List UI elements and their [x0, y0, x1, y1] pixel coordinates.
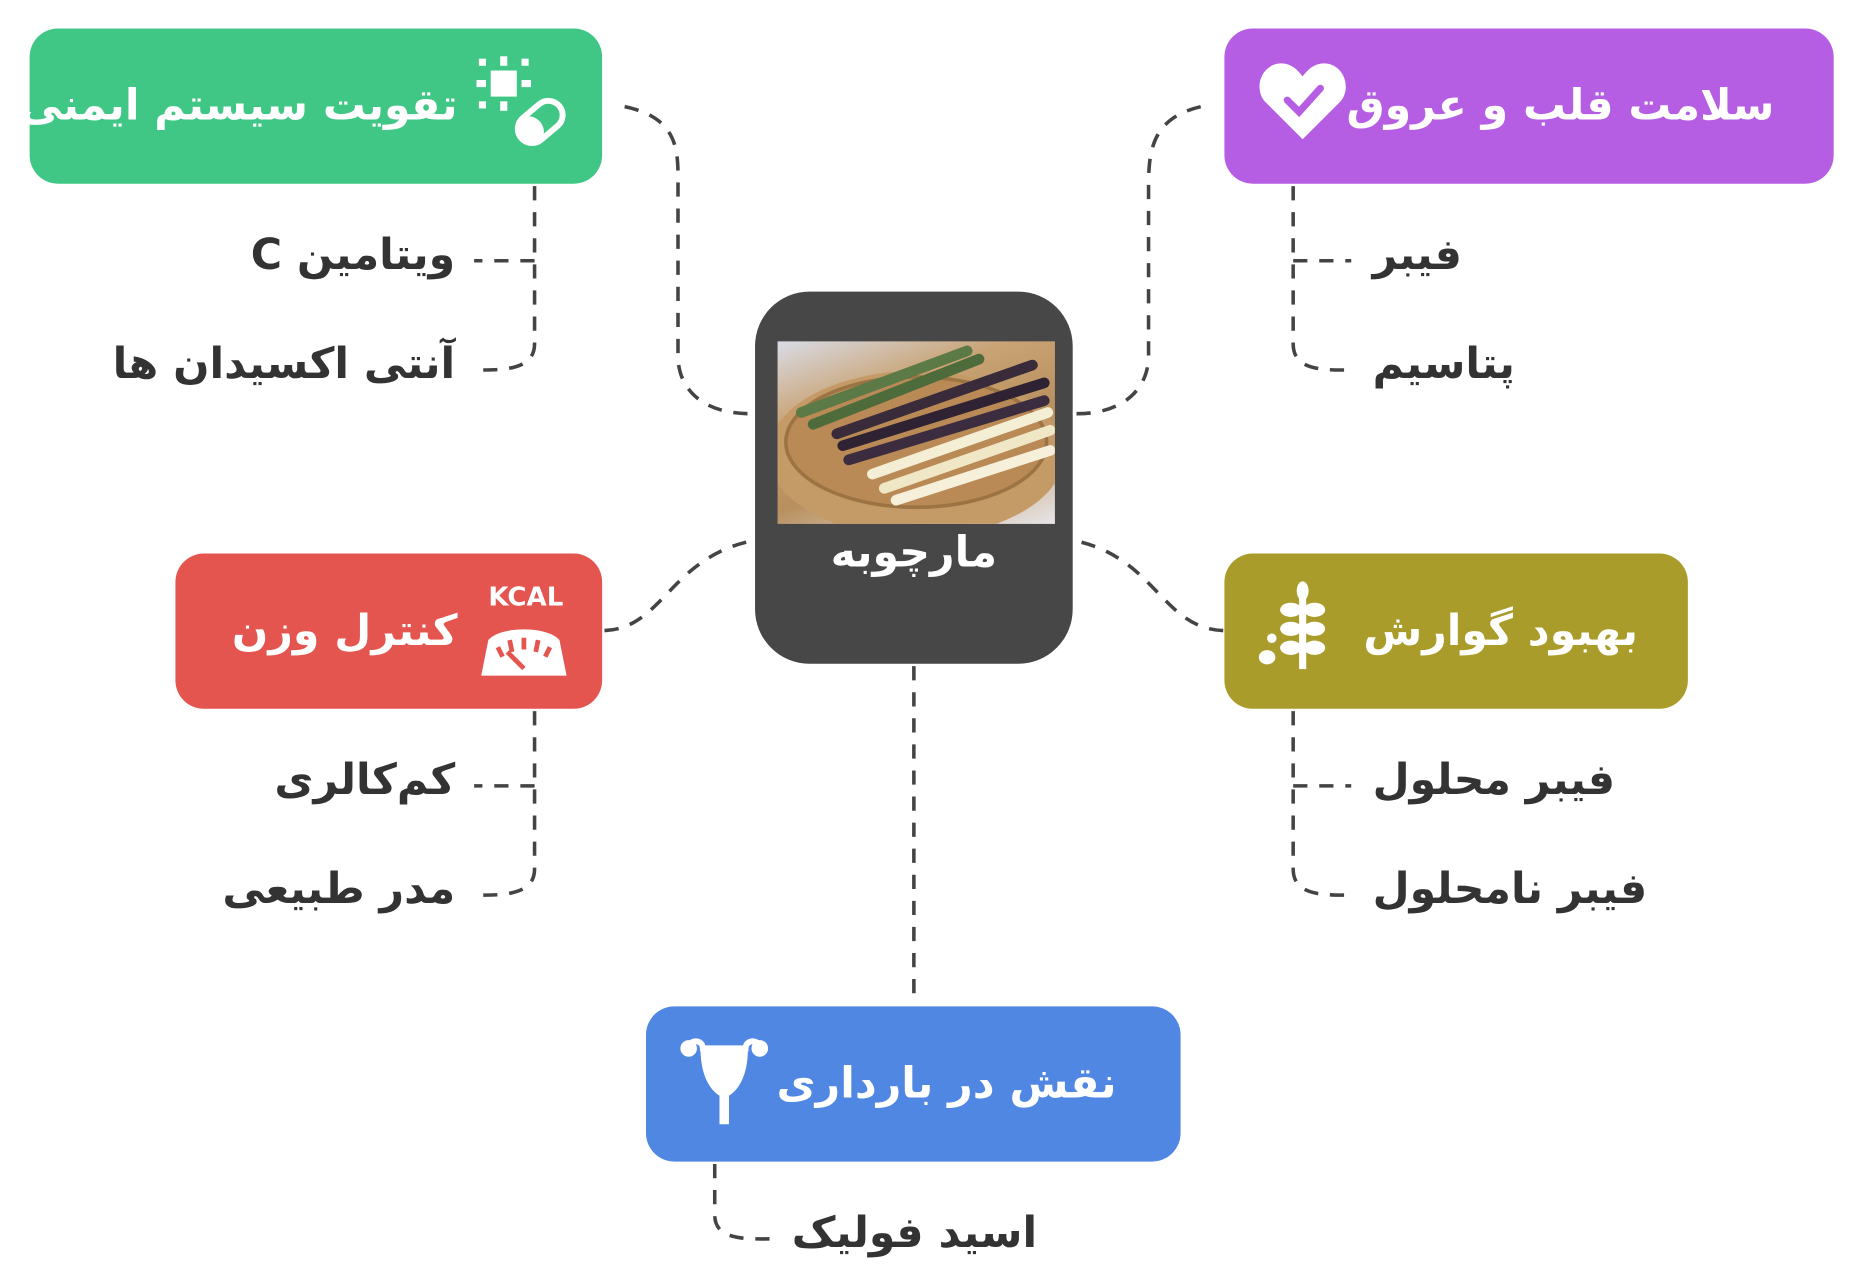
connector-weight — [604, 538, 755, 633]
connector-digestion — [1073, 538, 1224, 633]
child-diuretic: مدر طبیعی — [222, 865, 456, 914]
connector-digestion-children — [1291, 711, 1352, 897]
heart-check-icon — [1258, 60, 1348, 151]
asparagus-photo — [777, 341, 1055, 524]
wheat-icon — [1258, 580, 1348, 682]
child-soluble-fiber: فیبر محلول — [1372, 756, 1616, 805]
branch-pregnancy[interactable]: نقش در بارداری — [645, 1006, 1181, 1162]
virus-pill-icon — [474, 53, 569, 158]
child-low-calorie: کم‌کالری — [274, 756, 456, 805]
connector-weight-children — [474, 711, 537, 897]
branch-immune[interactable]: تقویت سیستم ایمنی — [20, 28, 603, 184]
branch-immune-title: تقویت سیستم ایمنی — [19, 81, 458, 131]
branch-heart[interactable]: سلامت قلب و عروق — [1224, 28, 1834, 184]
branch-digestion[interactable]: بهبود گوارش — [1224, 553, 1688, 709]
branch-weight-title: کنترل وزن — [231, 606, 458, 656]
child-fiber: فیبر — [1372, 231, 1462, 280]
branch-pregnancy-title: نقش در بارداری — [776, 1059, 1117, 1109]
child-folic-acid: اسید فولیک — [791, 1209, 1038, 1258]
branch-weight[interactable]: کنترل وزن KCAL — [175, 553, 603, 709]
center-title: مارچوبه — [830, 528, 998, 578]
kcal-scale-icon: KCAL — [476, 583, 571, 680]
branch-digestion-title: بهبود گوارش — [1363, 606, 1639, 656]
connector-immune — [624, 104, 754, 416]
connector-pregnancy-children — [712, 1163, 777, 1241]
child-potassium: پتاسیم — [1372, 340, 1515, 389]
center-node[interactable]: مارچوبه — [755, 291, 1073, 664]
child-vitamin-c: ویتامین C — [250, 231, 456, 280]
child-insoluble-fiber: فیبر نامحلول — [1372, 865, 1648, 914]
uterus-icon — [677, 1031, 772, 1136]
branch-heart-title: سلامت قلب و عروق — [1346, 81, 1775, 131]
connector-heart — [1073, 104, 1202, 416]
connector-immune-children — [474, 186, 537, 372]
child-antioxidants: آنتی اکسیدان ها — [112, 340, 456, 389]
connector-heart-children — [1291, 186, 1352, 372]
